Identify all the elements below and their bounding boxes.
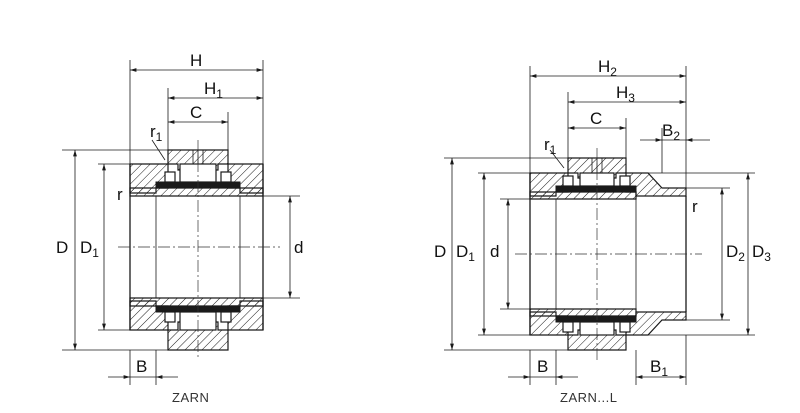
dim-r: r (117, 185, 123, 204)
zarn-outer-ring-bottom (129, 297, 264, 351)
dim-H1: H1 (204, 79, 223, 101)
dim-r1: r1 (150, 122, 163, 144)
dim-H3: H3 (616, 83, 635, 105)
dim-B-right: B (537, 357, 548, 376)
zarn-l-outer-ring-bottom (529, 308, 687, 351)
dim-D-right: D (434, 242, 446, 261)
dim-B1: B1 (650, 357, 668, 379)
dim-B2: B2 (662, 121, 680, 143)
zarn-caption: ZARN (172, 390, 209, 405)
dim-d: d (294, 238, 303, 257)
dim-D1-right: D1 (456, 242, 475, 264)
dim-r-right: r (692, 197, 698, 216)
dim-r1-right: r1 (544, 135, 557, 157)
dim-D2: D2 (726, 242, 745, 264)
dim-D: D (56, 238, 68, 257)
dim-H: H (190, 51, 202, 70)
dim-d-right: d (490, 242, 499, 261)
dim-D3: D3 (752, 242, 771, 264)
zarn-l-outer-ring-top (529, 157, 687, 200)
zarn-l-view: H2 H3 C B2 r1 r D D1 d D2 D3 B B1 ZARN..… (434, 57, 771, 405)
dim-B: B (136, 357, 147, 376)
zarn-outer-ring-top (129, 149, 264, 197)
dim-D1: D1 (80, 238, 99, 260)
zarn-l-caption: ZARN...L (560, 390, 617, 405)
dim-C: C (190, 103, 202, 122)
dim-H2: H2 (598, 57, 617, 79)
dim-C-right: C (590, 109, 602, 128)
zarn-view: H H1 C r1 r D D1 d B ZARN (56, 51, 303, 405)
